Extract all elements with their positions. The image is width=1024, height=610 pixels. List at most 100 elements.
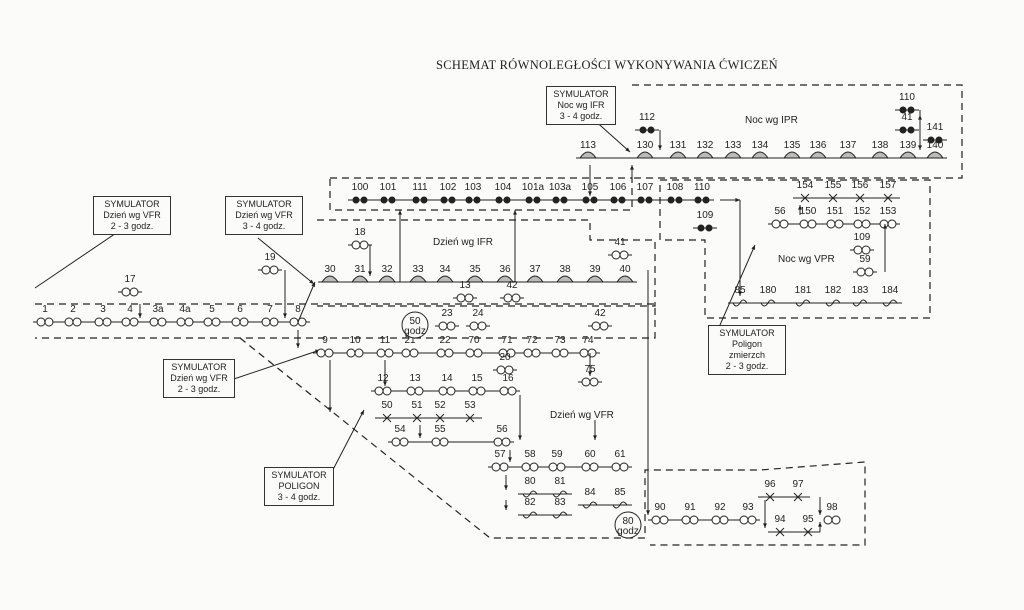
node-dot-icon bbox=[647, 126, 655, 134]
simulator-hours: 2 - 3 godz. bbox=[725, 361, 769, 371]
arrow-head-icon bbox=[751, 245, 755, 250]
hatched-node-icon bbox=[669, 151, 687, 159]
node-dot-icon bbox=[899, 126, 907, 134]
node-label: 112 bbox=[639, 112, 655, 123]
region-border-ipr bbox=[632, 84, 963, 179]
node-circle-icon bbox=[102, 317, 112, 327]
hatched-node-icon bbox=[871, 151, 889, 159]
node-dot-icon bbox=[590, 196, 598, 204]
arrow-head-icon bbox=[763, 523, 767, 528]
node-label: 41 bbox=[614, 237, 626, 248]
simulator-hours: 3 - 4 godz. bbox=[242, 221, 286, 231]
node-label: 150 bbox=[800, 206, 817, 217]
node-dot-icon bbox=[907, 106, 915, 114]
simulator-mode: Dzień wg VFR bbox=[170, 373, 228, 383]
node-label: 15 bbox=[471, 373, 483, 384]
cross-icon bbox=[435, 413, 445, 423]
node-label: 17 bbox=[124, 274, 136, 285]
node-circle-icon bbox=[431, 437, 441, 447]
node-label: 71 bbox=[501, 335, 513, 346]
node-label: 52 bbox=[434, 400, 446, 411]
node-circle-icon bbox=[44, 317, 54, 327]
node-label: 102 bbox=[440, 182, 457, 193]
node-label: 157 bbox=[880, 180, 897, 191]
cross-icon bbox=[465, 413, 475, 423]
node-dot-icon bbox=[694, 196, 702, 204]
node-label: 39 bbox=[589, 264, 601, 275]
node-label: 83 bbox=[554, 497, 566, 508]
node-label: 151 bbox=[827, 206, 844, 217]
hatched-node-icon bbox=[839, 151, 857, 159]
node-circle-icon bbox=[401, 348, 411, 358]
node-circle-icon bbox=[491, 462, 501, 472]
hatched-node-icon bbox=[321, 275, 339, 283]
node-dot-icon bbox=[525, 196, 533, 204]
node-circle-icon bbox=[446, 321, 456, 331]
node-label: 110 bbox=[694, 182, 710, 193]
node-label: 104 bbox=[495, 182, 512, 193]
node-circle-icon bbox=[456, 293, 466, 303]
hatched-node-icon bbox=[409, 275, 427, 283]
node-label: 34 bbox=[439, 264, 451, 275]
node-dot-icon bbox=[388, 196, 396, 204]
node-circle-icon bbox=[382, 386, 392, 396]
node-dot-icon bbox=[352, 196, 360, 204]
node-label: 140 bbox=[927, 140, 944, 151]
hatched-node-icon bbox=[751, 151, 769, 159]
node-circle-icon bbox=[581, 377, 591, 387]
node-circle-icon bbox=[521, 462, 531, 472]
hatched-node-icon bbox=[636, 151, 654, 159]
node-label: 23 bbox=[441, 308, 453, 319]
node-circle-icon bbox=[184, 317, 194, 327]
node-circle-icon bbox=[414, 386, 424, 396]
node-label: 103 bbox=[465, 182, 482, 193]
node-label: 3 bbox=[100, 304, 106, 315]
node-label: 37 bbox=[529, 264, 541, 275]
node-label: 107 bbox=[637, 182, 654, 193]
node-dot-icon bbox=[473, 196, 481, 204]
hatched-node-icon bbox=[579, 151, 597, 159]
arrow-head-icon bbox=[328, 407, 332, 412]
hour-marker-circle bbox=[614, 511, 642, 539]
node-label: 85 bbox=[614, 487, 626, 498]
region-border-vfr bbox=[239, 337, 866, 546]
node-label: 135 bbox=[784, 140, 801, 151]
hatched-node-icon bbox=[724, 151, 742, 159]
node-label: 19 bbox=[264, 252, 276, 263]
node-dot-icon bbox=[645, 196, 653, 204]
node-label: 14 bbox=[441, 373, 453, 384]
node-circle-icon bbox=[711, 515, 721, 525]
node-circle-icon bbox=[807, 219, 817, 229]
simulator-hours: 3 - 4 godz. bbox=[559, 111, 603, 121]
node-label: 90 bbox=[654, 502, 666, 513]
simulator-title: SYMULATOR bbox=[104, 199, 160, 209]
region-border-ifr bbox=[317, 219, 656, 307]
node-dot-icon bbox=[907, 126, 915, 134]
node-circle-icon bbox=[438, 321, 448, 331]
node-circle-icon bbox=[261, 317, 271, 327]
node-label: 40 bbox=[619, 264, 631, 275]
arrow-head-icon bbox=[504, 485, 508, 490]
node-circle-icon bbox=[239, 317, 249, 327]
node-dot-icon bbox=[552, 196, 560, 204]
node-label: 53 bbox=[464, 400, 476, 411]
node-label: 97 bbox=[792, 479, 804, 490]
node-label: 41 bbox=[901, 112, 913, 123]
node-label: 36 bbox=[499, 264, 511, 275]
simulator-hours: 2 - 3 godz. bbox=[177, 384, 221, 394]
node-circle-icon bbox=[157, 317, 167, 327]
node-label: 155 bbox=[825, 180, 842, 191]
node-circle-icon bbox=[501, 437, 511, 447]
node-circle-icon bbox=[121, 317, 131, 327]
node-dot-icon bbox=[560, 196, 568, 204]
node-label: 96 bbox=[764, 479, 776, 490]
node-circle-icon bbox=[771, 219, 781, 229]
node-circle-icon bbox=[589, 377, 599, 387]
node-label: 82 bbox=[524, 497, 536, 508]
node-circle-icon bbox=[94, 317, 104, 327]
arrow-head-icon bbox=[360, 410, 364, 415]
node-circle-icon bbox=[589, 462, 599, 472]
node-circle-icon bbox=[374, 386, 384, 396]
cross-icon bbox=[828, 193, 838, 203]
hatched-node-icon bbox=[809, 151, 827, 159]
